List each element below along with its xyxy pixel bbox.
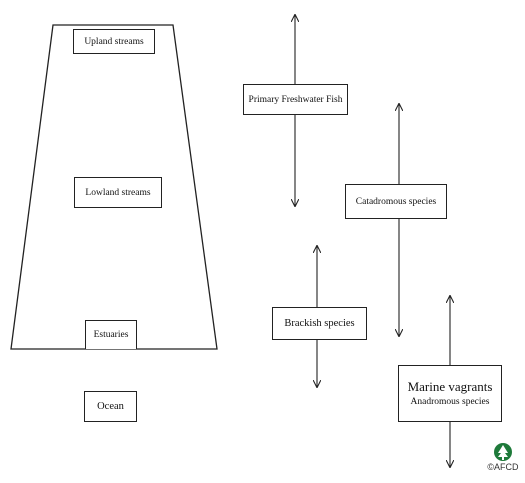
- primary-freshwater-fish-text: Primary Freshwater Fish: [248, 94, 343, 105]
- estuaries-label: Estuaries: [85, 320, 137, 349]
- lowland-streams-text: Lowland streams: [85, 187, 151, 198]
- upland-streams-label: Upland streams: [73, 29, 155, 54]
- river-trapezoid: [10, 24, 218, 350]
- anadromous-species-text: Anadromous species: [410, 396, 490, 407]
- catadromous-species-label: Catadromous species: [345, 184, 447, 219]
- afcd-logo: ©AFCD: [486, 442, 520, 472]
- ocean-label: Ocean: [84, 391, 137, 422]
- marine-vagrants-text: Marine vagrants: [407, 379, 493, 395]
- afcd-logo-text: ©AFCD: [487, 462, 519, 472]
- brackish-species-text: Brackish species: [284, 318, 355, 329]
- catadromous-species-text: Catadromous species: [355, 196, 437, 207]
- upland-streams-text: Upland streams: [84, 36, 144, 47]
- tree-icon: [494, 443, 512, 461]
- brackish-species-label: Brackish species: [272, 307, 367, 340]
- primary-freshwater-fish-label: Primary Freshwater Fish: [243, 84, 348, 115]
- estuaries-text: Estuaries: [93, 330, 129, 340]
- ocean-text: Ocean: [97, 401, 124, 412]
- lowland-streams-label: Lowland streams: [74, 177, 162, 208]
- marine-anadromous-label: Marine vagrants Anadromous species: [398, 365, 502, 422]
